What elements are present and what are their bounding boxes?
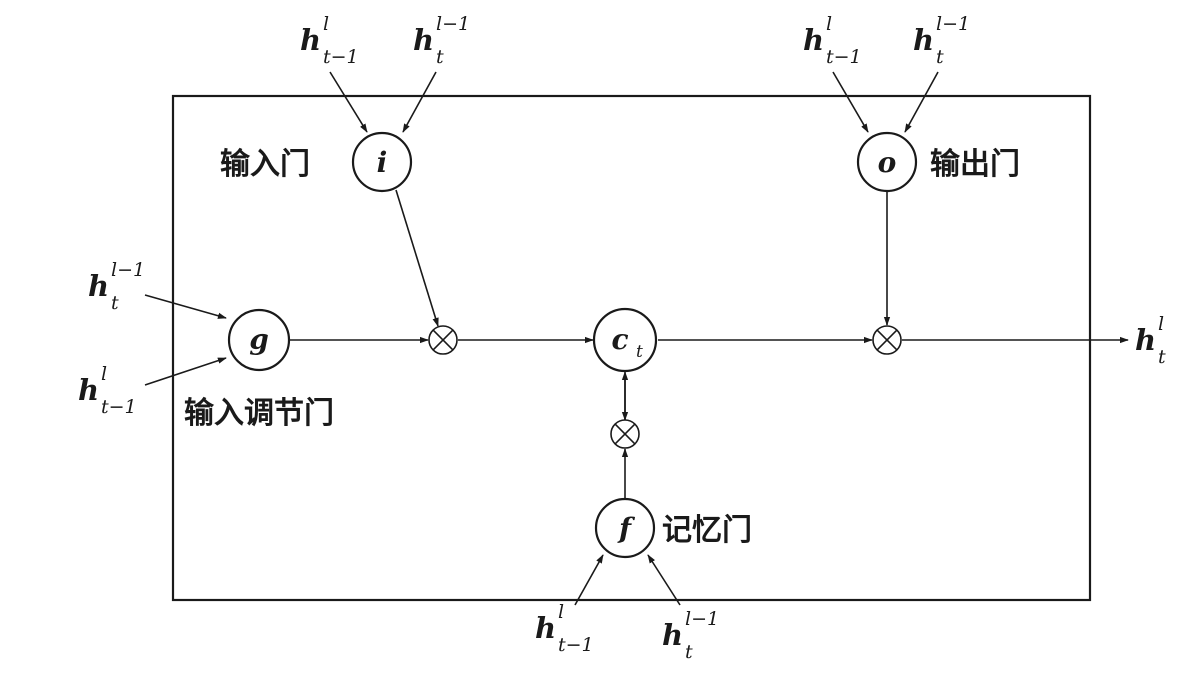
connections	[144, 71, 1129, 606]
output-gate-symbol: o	[878, 146, 897, 179]
svg-text:t: t	[1158, 346, 1166, 368]
output-gate-node: o	[856, 131, 918, 193]
svg-text:t: t	[936, 46, 944, 68]
modulation-gate-symbol: g	[249, 323, 269, 356]
svg-text:l: l	[558, 601, 564, 623]
forget-gate-label: 记忆门	[662, 513, 752, 548]
arrow-h-prevtime-to-input-gate	[329, 71, 368, 133]
arrow-h-prevtime-to-forget-gate	[574, 554, 604, 606]
arrow-input-gate-to-multiply	[395, 189, 439, 327]
svg-text:l: l	[323, 13, 329, 35]
h-label-output-prevtime: h l t−1	[803, 13, 862, 68]
arrow-h-prevtime-to-output-gate	[832, 71, 869, 133]
svg-text:h: h	[1135, 323, 1156, 357]
forget-gate-node: f	[594, 497, 656, 559]
svg-text:t−1: t−1	[101, 396, 137, 418]
svg-text:t−1: t−1	[323, 46, 359, 68]
h-label-input-prevlayer: h l−1 t	[413, 13, 470, 68]
svg-text:h: h	[413, 23, 434, 57]
multiply-op-output	[872, 325, 902, 355]
multiply-op-forget	[610, 419, 640, 449]
modulation-gate-node: g	[227, 308, 291, 372]
svg-text:l: l	[1158, 313, 1164, 335]
arrow-h-prevlayer-to-forget-gate	[647, 554, 681, 606]
svg-text:h: h	[78, 373, 99, 407]
lstm-cell-box	[171, 94, 1092, 602]
svg-text:l−1: l−1	[936, 13, 970, 35]
h-label-output: h l t	[1135, 313, 1166, 368]
svg-text:h: h	[535, 611, 556, 645]
svg-text:h: h	[803, 23, 824, 57]
h-label-modulation-prevlayer: h l−1 t	[88, 259, 145, 314]
svg-text:t: t	[111, 292, 119, 314]
svg-text:t−1: t−1	[558, 634, 594, 656]
svg-text:h: h	[88, 269, 109, 303]
h-label-forget-prevlayer: h l−1 t	[662, 608, 719, 663]
h-label-output-prevlayer: h l−1 t	[913, 13, 970, 68]
input-gate-symbol: i	[377, 146, 388, 179]
arrow-h-prevlayer-to-output-gate	[904, 71, 939, 133]
svg-text:h: h	[913, 23, 934, 57]
cell-node: c t	[592, 307, 658, 373]
cell-symbol: c	[611, 323, 628, 356]
svg-text:l−1: l−1	[111, 259, 145, 281]
h-label-modulation-prevtime: h l t−1	[78, 363, 137, 418]
h-label-forget-prevtime: h l t−1	[535, 601, 594, 656]
svg-text:l−1: l−1	[685, 608, 719, 630]
cell-subscript: t	[636, 342, 643, 362]
svg-text:l−1: l−1	[436, 13, 470, 35]
svg-text:l: l	[101, 363, 107, 385]
arrow-h-prevlayer-to-modulation-gate	[144, 294, 227, 319]
arrow-h-prevlayer-to-input-gate	[402, 71, 437, 133]
svg-text:t: t	[685, 641, 693, 663]
arrow-h-prevtime-to-modulation-gate	[144, 357, 227, 386]
modulation-gate-label: 输入调节门	[184, 396, 334, 431]
h-label-input-prevtime: h l t−1	[300, 13, 359, 68]
svg-text:h: h	[662, 618, 683, 652]
input-gate-node: i	[351, 131, 413, 193]
input-gate-label: 输入门	[220, 147, 310, 182]
output-gate-label: 输出门	[930, 147, 1020, 182]
multiply-op-input	[428, 325, 458, 355]
svg-text:t: t	[436, 46, 444, 68]
svg-text:h: h	[300, 23, 321, 57]
svg-text:t−1: t−1	[826, 46, 862, 68]
svg-text:l: l	[826, 13, 832, 35]
